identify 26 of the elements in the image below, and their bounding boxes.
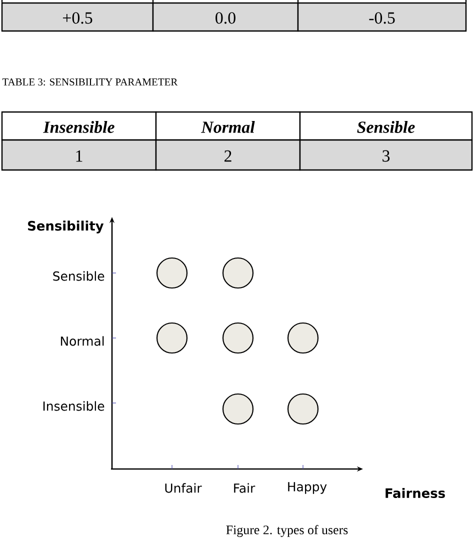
table-cell: Normal <box>155 111 301 141</box>
user-circle <box>222 393 254 425</box>
table-cell: 0.0 <box>152 2 299 32</box>
user-circle <box>287 393 319 425</box>
tick-label: Fair <box>234 483 256 493</box>
tick-label: Happy <box>288 482 327 494</box>
figure-caption: Figure 2. types of users <box>226 525 348 537</box>
tick-label: Insensible <box>43 401 104 411</box>
user-circle <box>222 257 254 289</box>
table-cell: Insensible <box>1 111 157 141</box>
user-circle <box>156 322 188 354</box>
tick-label: Sensible <box>53 271 104 281</box>
axis-title: Fairness <box>386 488 445 498</box>
tick-label: Normal <box>60 336 104 346</box>
table-cell: 2 <box>155 139 301 171</box>
table-cell: Sensible <box>299 111 473 141</box>
table-cell: 3 <box>299 139 473 171</box>
user-circle <box>156 257 188 289</box>
user-circle <box>222 322 254 354</box>
table-cell: 1 <box>1 139 157 171</box>
user-circle <box>287 322 319 354</box>
axis-title: Sensibility <box>28 220 104 234</box>
table-cell: -0.5 <box>297 2 467 32</box>
table-cell: +0.5 <box>1 2 154 32</box>
table-title: TABLE 3: SENSIBILITY PARAMETER <box>2 78 178 86</box>
tick-label: Unfair <box>165 483 202 493</box>
